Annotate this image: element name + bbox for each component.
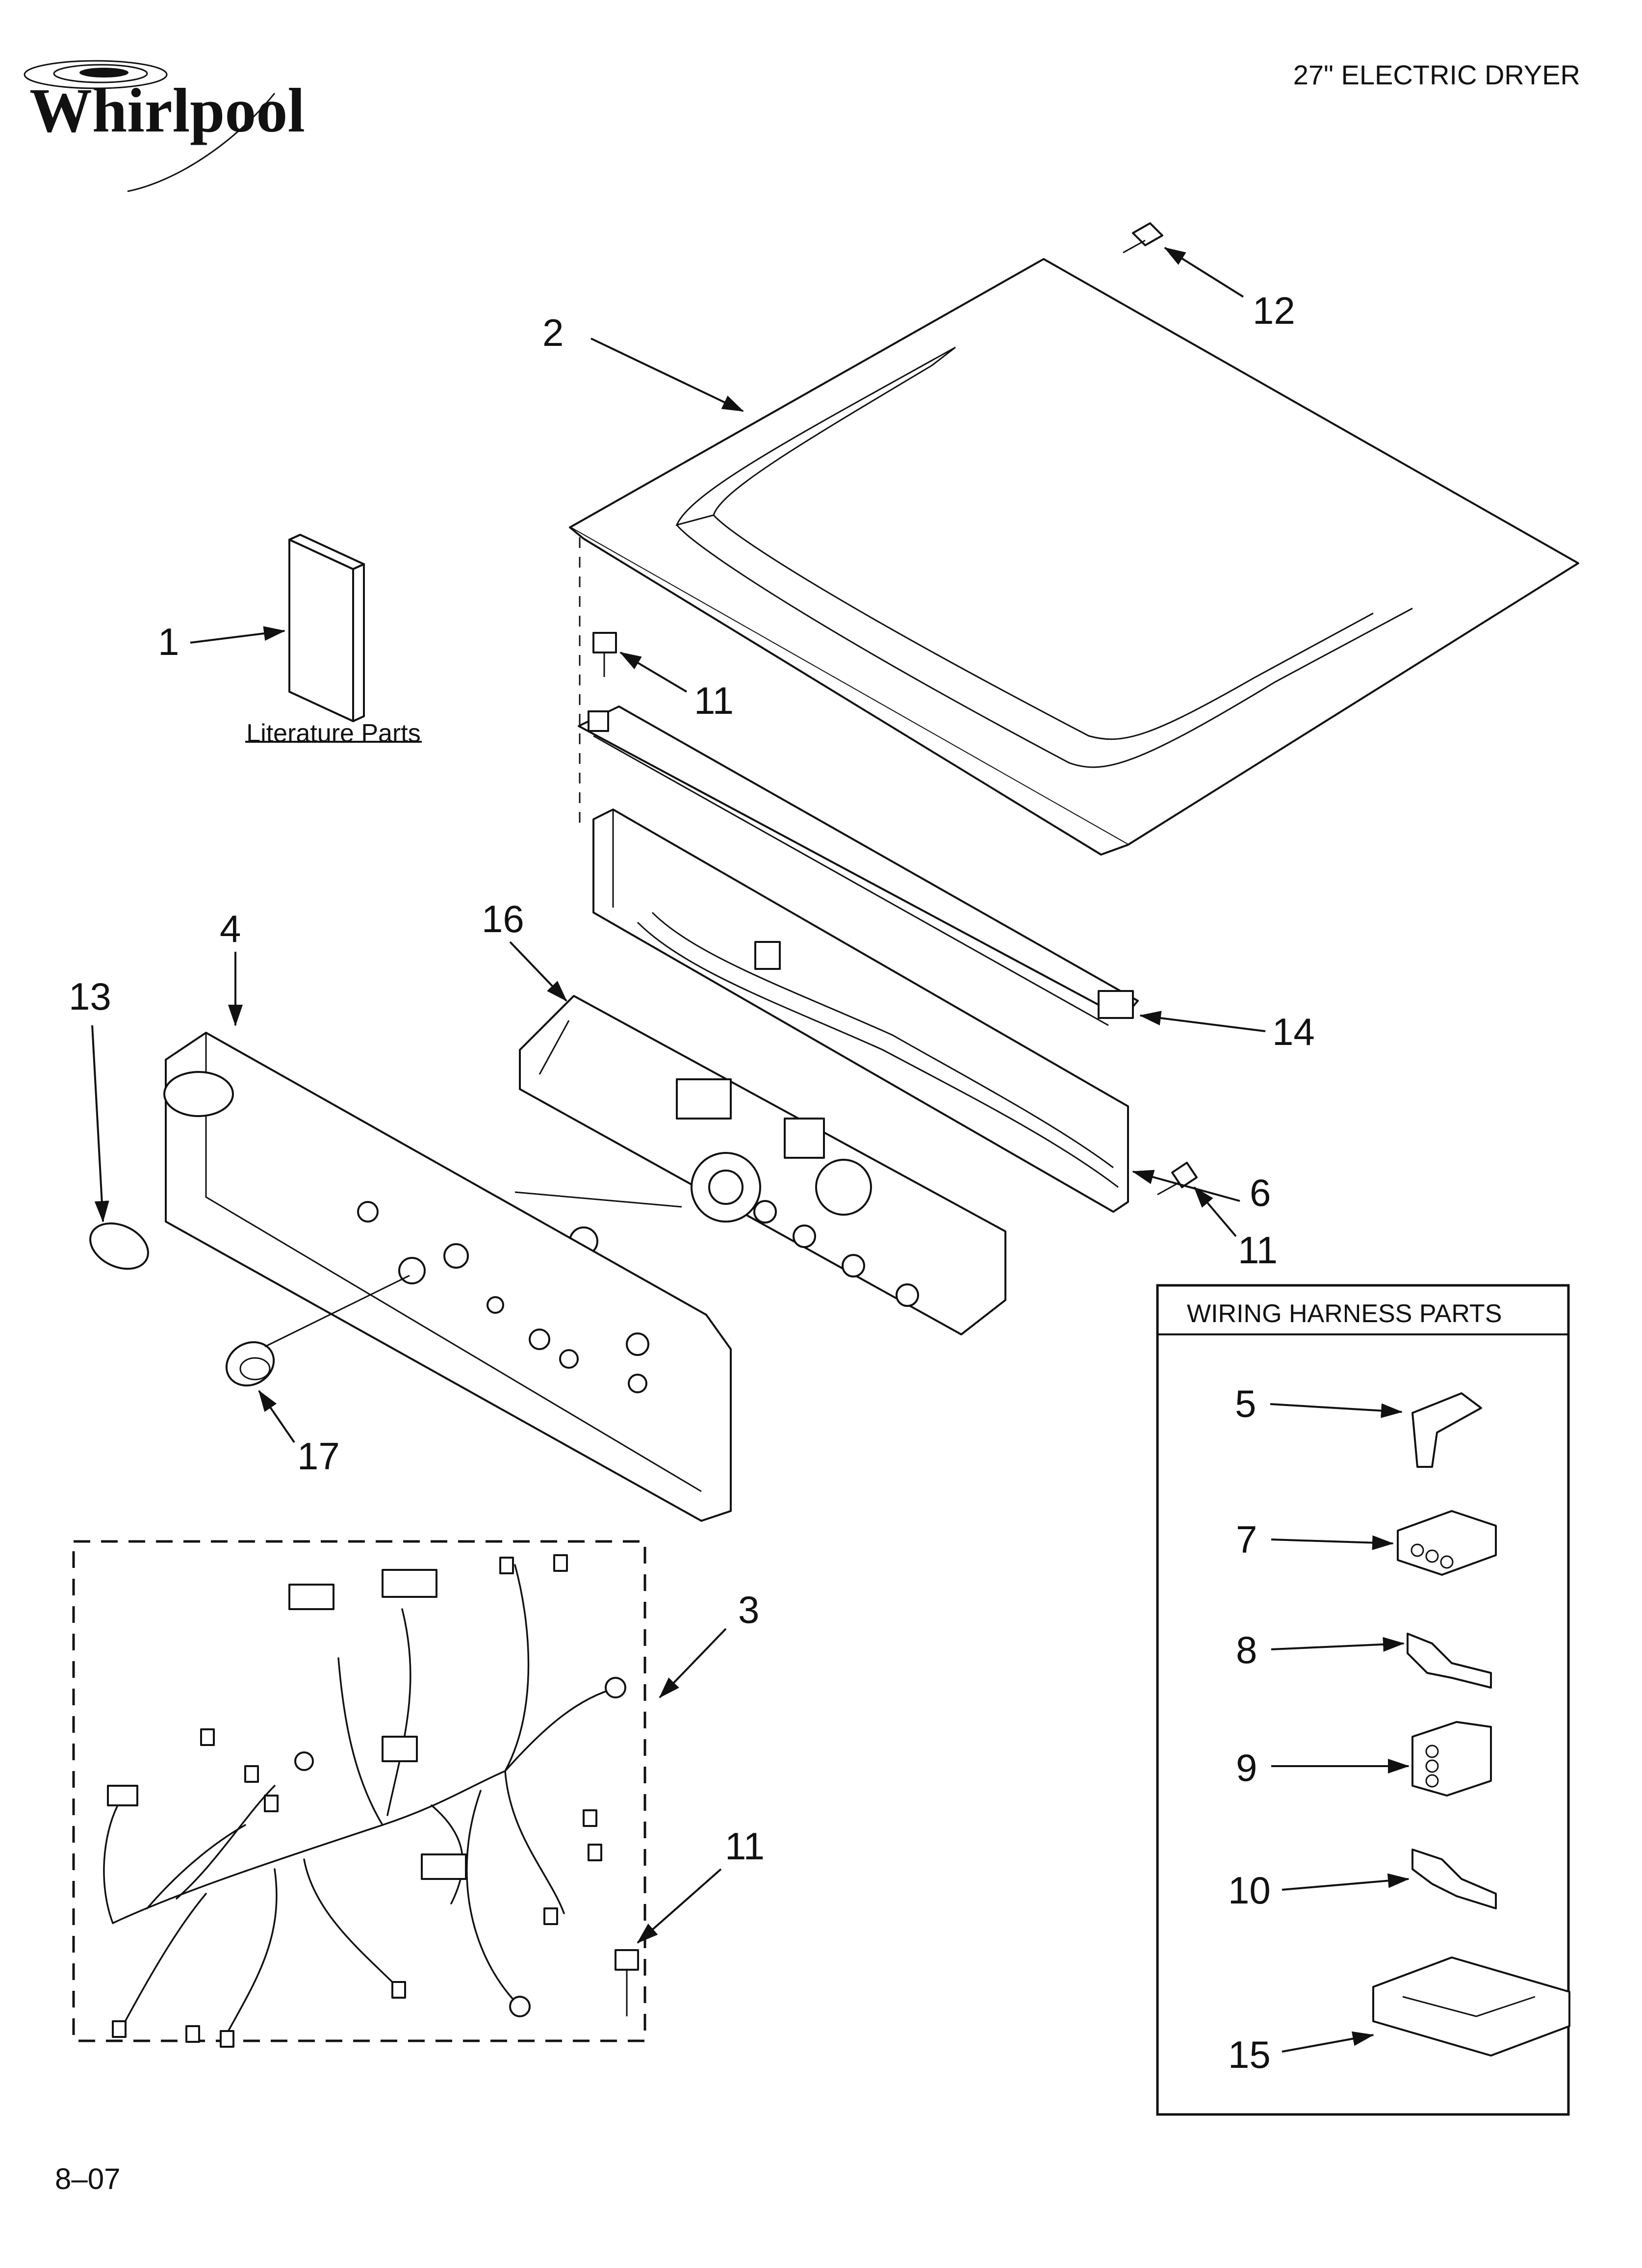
screw-11-top bbox=[592, 632, 617, 677]
connector-part-7 bbox=[1397, 1510, 1497, 1576]
housing-part-15 bbox=[1372, 1956, 1570, 2057]
screw-11-harness bbox=[615, 1949, 639, 2016]
wiring-harness-parts-title: WIRING HARNESS PARTS bbox=[1187, 1300, 1502, 1328]
callout-5: 5 bbox=[1235, 1382, 1256, 1425]
literature-booklet bbox=[288, 534, 365, 722]
revision-code: 8–07 bbox=[55, 2163, 120, 2195]
console-bracket bbox=[578, 705, 1139, 1026]
control-board bbox=[519, 995, 1006, 1335]
whirlpool-logo: Whirlpool bbox=[24, 60, 305, 192]
callout-10: 10 bbox=[1228, 1869, 1271, 1912]
callout-1: 1 bbox=[158, 620, 179, 663]
callout-9: 9 bbox=[1236, 1746, 1257, 1789]
callout-14: 14 bbox=[1272, 1010, 1315, 1053]
top-panel bbox=[569, 258, 1579, 856]
screw-12 bbox=[1123, 222, 1163, 254]
literature-parts-label: Literature Parts bbox=[246, 719, 421, 748]
swirl-icon bbox=[24, 60, 276, 192]
badge-part bbox=[89, 1222, 149, 1270]
console-back bbox=[592, 808, 1129, 1213]
callout-4: 4 bbox=[220, 907, 241, 950]
callout-11-right: 11 bbox=[1238, 1228, 1278, 1272]
callout-2: 2 bbox=[542, 311, 564, 354]
callout-15: 15 bbox=[1228, 2033, 1271, 2076]
terminal-part-8 bbox=[1407, 1633, 1492, 1689]
callout-8: 8 bbox=[1236, 1628, 1257, 1671]
control-knob bbox=[225, 1341, 275, 1387]
harness-dashed-region bbox=[72, 1540, 646, 2042]
wiring-harness bbox=[103, 1554, 626, 2048]
connector-part-9 bbox=[1411, 1721, 1492, 1797]
callout-6: 6 bbox=[1250, 1171, 1271, 1214]
callout-11-harness: 11 bbox=[725, 1825, 765, 1868]
terminal-part-10 bbox=[1411, 1849, 1497, 1909]
leader-lines bbox=[91, 247, 1410, 2053]
console-panel bbox=[163, 1032, 732, 1522]
page-title: 27" ELECTRIC DRYER bbox=[1293, 59, 1580, 90]
callout-12: 12 bbox=[1253, 289, 1295, 332]
wiring-harness-parts-box: WIRING HARNESS PARTS bbox=[1156, 1284, 1570, 2116]
callout-16: 16 bbox=[482, 897, 524, 940]
callout-7: 7 bbox=[1236, 1518, 1257, 1561]
callout-11-top: 11 bbox=[694, 679, 734, 722]
callout-17: 17 bbox=[297, 1434, 340, 1478]
callout-13: 13 bbox=[69, 975, 111, 1018]
screw-11-right bbox=[1157, 1162, 1198, 1196]
brand-wordmark: Whirlpool bbox=[29, 76, 305, 145]
callout-3: 3 bbox=[738, 1588, 759, 1631]
clip-part-5 bbox=[1411, 1392, 1482, 1468]
